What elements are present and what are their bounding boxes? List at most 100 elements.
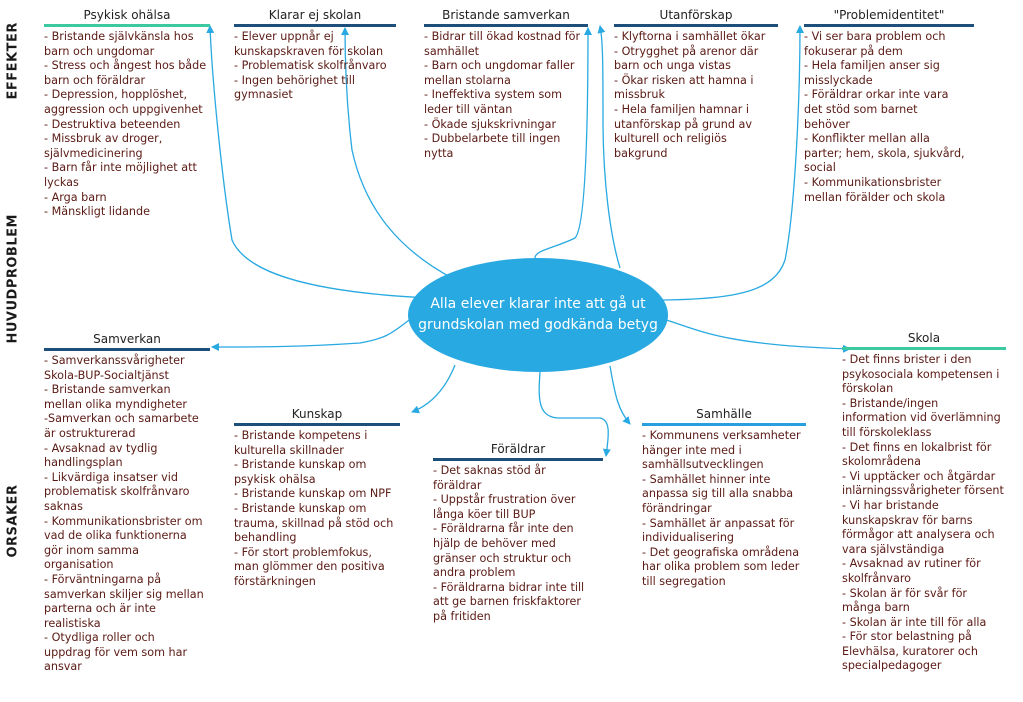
- node-item: - Bristande samverkan mellan olika myndi…: [44, 383, 188, 411]
- node-item: - Samhället är anpassat för individualis…: [642, 516, 795, 545]
- cause-node-samhalle: Samhälle - Kommunens verksamheter hänger…: [642, 407, 806, 590]
- node-item-list: - Elever uppnår ej kunskapskraven för sk…: [234, 30, 396, 103]
- node-item-list: - Bristande kompetens i kulturella skill…: [234, 429, 400, 590]
- node-item: - Konflikter mellan alla parter; hem, sk…: [804, 132, 965, 175]
- node-item: - Hela familjen hamnar i utanförskap på …: [614, 102, 752, 160]
- node-item: - Vi upptäcker och åtgärdar inlärningssv…: [842, 469, 1004, 498]
- node-item: - Bristande självkänsla hos barn och ung…: [44, 30, 194, 58]
- node-item: - Depression, hopplöshet, aggression och…: [44, 88, 203, 116]
- node-title: Psykisk ohälsa: [83, 8, 171, 22]
- node-item: - Avsaknad av tydlig handlingsplan: [44, 441, 158, 470]
- node-title: "Problemidentitet": [833, 8, 945, 22]
- node-bar: [424, 24, 588, 27]
- node-item: - Skolan är inte till för alla: [842, 615, 987, 629]
- node-item: - Hela familjen anser sig misslyckade: [804, 59, 940, 87]
- node-item: - Kommunens verksamheter hänger inte med…: [642, 429, 801, 472]
- node-item: - Skolan är för svår för många barn: [842, 586, 968, 615]
- node-item: - Barn får inte möjlighet att lyckas: [44, 161, 197, 189]
- node-bar: [614, 24, 778, 27]
- node-title: Klarar ej skolan: [268, 8, 362, 22]
- node-title: Samverkan: [93, 332, 161, 346]
- node-item: - Kommunikationsbrister om vad de olika …: [44, 514, 203, 572]
- node-item-list: - Bidrar till ökad kostnad för samhället…: [424, 30, 588, 161]
- effect-node-problemidentitet: "Problemidentitet" - Vi ser bara problem…: [804, 8, 974, 205]
- node-item: - Bristande kunskap om NPF: [234, 487, 392, 501]
- node-item: - Det finns en lokalbrist för skolområde…: [842, 440, 992, 469]
- node-title: Samhälle: [696, 407, 752, 421]
- node-item: - Föräldrar orkar inte vara det stöd som…: [804, 88, 949, 131]
- node-item: - Ökar risken att hamna i missbruk: [614, 73, 754, 102]
- connector-problemidentitet: [654, 25, 804, 301]
- node-item: - Det finns brister i den psykosociala k…: [842, 353, 1000, 396]
- effect-node-psykisk-ohalsa: Psykisk ohälsa - Bristande självkänsla h…: [44, 8, 210, 220]
- node-bar: [44, 348, 210, 351]
- node-item: - Det geografiska områdena har olika pro…: [642, 545, 800, 588]
- node-item: - Ökade sjukskrivningar: [424, 117, 557, 131]
- node-item: - Bidrar till ökad kostnad för samhället: [424, 30, 581, 58]
- node-bar: [433, 458, 603, 461]
- node-title: Föräldrar: [490, 442, 546, 456]
- connector-utanforskap: [597, 25, 621, 269]
- node-bar: [234, 423, 400, 426]
- effect-node-utanforskap: Utanförskap - Klyftorna i samhället ökar…: [614, 8, 778, 161]
- node-bar: [234, 24, 396, 27]
- node-item: - Barn och ungdomar faller mellan stolar…: [424, 59, 575, 87]
- effect-node-klarar-ej-skolan: Klarar ej skolan - Elever uppnår ej kuns…: [234, 8, 396, 103]
- node-item-list: - Det saknas stöd år föräldrar- Uppstår …: [433, 464, 603, 625]
- node-item: - Destruktiva beteenden: [44, 117, 181, 131]
- side-label-effects: EFFEKTER: [5, 22, 21, 100]
- node-item: - Missbruk av droger, självmedicinering: [44, 132, 163, 160]
- node-item: - Mänskligt lidande: [44, 205, 151, 219]
- node-item-list: - Klyftorna i samhället ökar- Otrygghet …: [614, 30, 778, 161]
- effect-node-bristande-samverkan: Bristande samverkan - Bidrar till ökad k…: [424, 8, 588, 161]
- node-title: Kunskap: [291, 407, 343, 421]
- node-item: - Avsaknad av rutiner för skolfrånvaro: [842, 557, 981, 585]
- connector-psykisk-ohalsa: [206, 25, 431, 299]
- node-item-list: - Bristande självkänsla hos barn och ung…: [44, 30, 210, 220]
- cause-node-skola: Skola - Det finns brister i den psykosoc…: [842, 331, 1006, 674]
- node-item: - För stor belastning på Elevhälsa, kura…: [842, 630, 978, 673]
- node-bar: [44, 24, 210, 27]
- node-item: - Bristande kunskap om trauma, skillnad …: [234, 501, 394, 545]
- node-item: - Förväntningarna på samverkan skiljer s…: [44, 572, 204, 630]
- node-item: - Uppstår frustration över långa köer ti…: [433, 493, 576, 521]
- main-problem-ellipse: Alla elever klarar inte att gå ut grunds…: [408, 258, 668, 372]
- connector-klarar-ej-skolan: [341, 27, 453, 279]
- node-item: -Samverkan och samarbete är ostrukturera…: [44, 412, 199, 440]
- node-item: - Arga barn: [44, 190, 107, 204]
- connector-foraldrar: [538, 371, 611, 457]
- node-bar: [804, 24, 974, 27]
- node-item: - Bristande/ingen information vid överlä…: [842, 396, 1001, 439]
- node-bar: [842, 347, 1006, 350]
- node-item: - Kommunikationsbrister mellan förälder …: [804, 175, 946, 204]
- node-bar: [642, 423, 806, 426]
- node-item: - Bristande kunskap om psykisk ohälsa: [234, 458, 367, 486]
- node-title: Bristande samverkan: [442, 8, 570, 22]
- connector-samverkan: [211, 317, 413, 351]
- node-item: - Otrygghet på arenor där barn och unga …: [614, 44, 759, 73]
- node-item: - För stort problemfokus, man glömmer de…: [234, 545, 385, 588]
- node-item: - Elever uppnår ej kunskapskraven för sk…: [234, 30, 384, 58]
- node-item-list: - Samverkanssvårigheter Skola-BUP-Social…: [44, 354, 210, 675]
- cause-node-kunskap: Kunskap - Bristande kompetens i kulturel…: [234, 407, 400, 590]
- node-item: - Problematisk skolfrånvaro: [234, 59, 387, 73]
- node-item-list: - Vi ser bara problem och fokuserar på d…: [804, 30, 974, 205]
- node-item: - Bristande kompetens i kulturella skill…: [234, 429, 368, 457]
- node-item: - Ingen behörighet till gymnasiet: [234, 73, 355, 102]
- node-item: - Föräldrarna får inte den hjälp de behö…: [433, 522, 574, 580]
- node-item-list: - Kommunens verksamheter hänger inte med…: [642, 429, 806, 590]
- node-item: - Samverkanssvårigheter Skola-BUP-Social…: [44, 354, 185, 382]
- node-item: - Samhället hinner inte anpassa sig till…: [642, 472, 794, 515]
- connector-skola: [659, 317, 851, 353]
- node-item: - Likvärdiga insatser vid problematisk s…: [44, 470, 190, 513]
- node-item: - Stress och ångest hos både barn och fö…: [44, 59, 207, 87]
- connector-bristande-samverkan: [534, 27, 592, 259]
- node-item-list: - Det finns brister i den psykosociala k…: [842, 353, 1006, 674]
- side-label-causes: ORSAKER: [5, 484, 21, 558]
- node-item: - Vi har bristande kunskapskrav för barn…: [842, 498, 995, 556]
- connector-kunskap: [411, 364, 456, 414]
- node-title: Utanförskap: [659, 8, 733, 22]
- cause-node-foraldrar: Föräldrar - Det saknas stöd år föräldrar…: [433, 442, 603, 625]
- node-title: Skola: [907, 331, 941, 345]
